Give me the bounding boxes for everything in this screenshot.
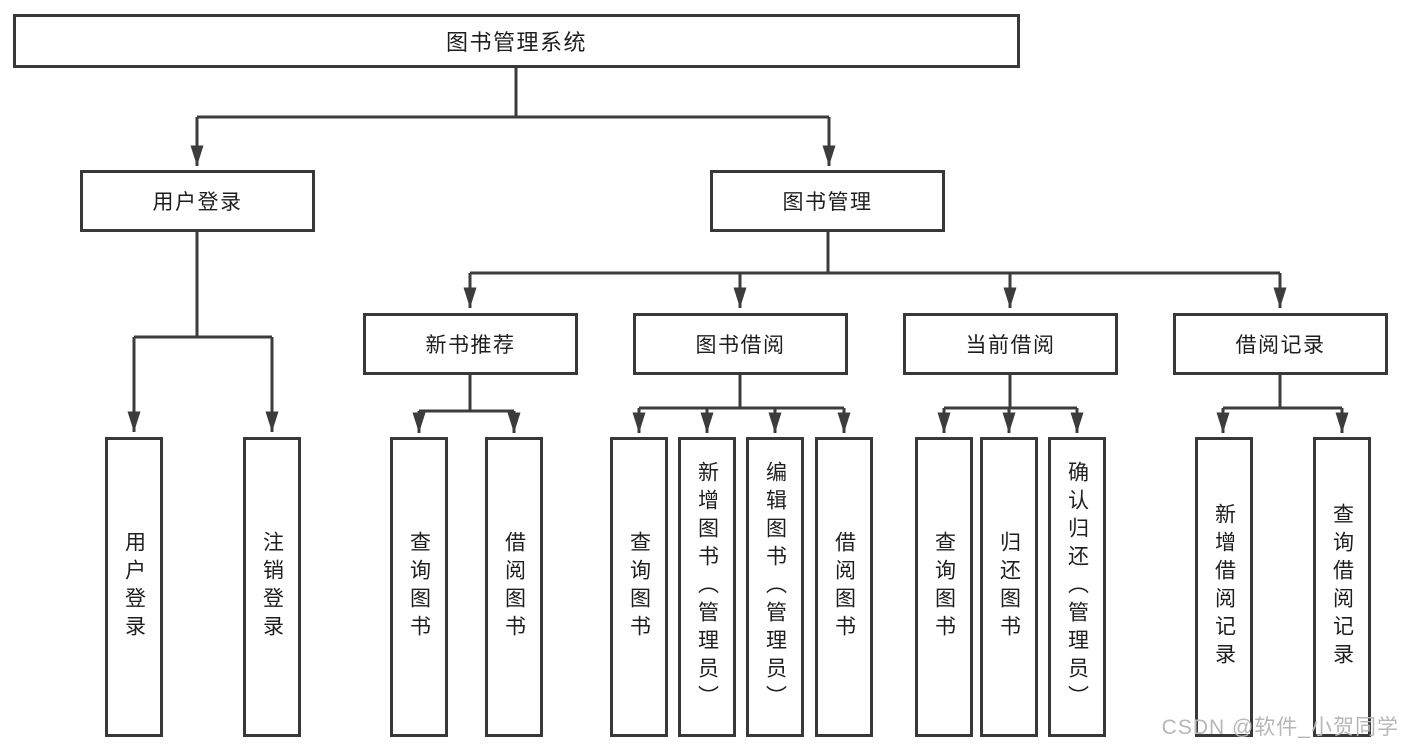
node-label: 编辑图书（管理员） [763, 461, 787, 713]
leaf-br-add-record: 新增借阅记录 [1195, 437, 1253, 737]
node-label: 图书借阅 [695, 334, 786, 357]
leaf-bb-add-book-admin: 新增图书（管理员） [678, 437, 736, 737]
node-label: 用户登录 [122, 531, 146, 643]
node-new-book-recommend: 新书推荐 [363, 313, 578, 375]
leaf-logout: 注销登录 [243, 437, 301, 737]
leaf-user-login: 用户登录 [105, 437, 163, 737]
node-label: 查询图书 [627, 531, 651, 643]
node-label: 新增图书（管理员） [695, 461, 719, 713]
csdn-watermark: CSDN @软件_小贺同学 [1161, 716, 1399, 739]
leaf-br-query-record: 查询借阅记录 [1313, 437, 1371, 737]
node-label: 查询图书 [932, 531, 956, 643]
node-label: 当前借阅 [965, 334, 1056, 357]
node-label: 查询借阅记录 [1330, 503, 1354, 671]
node-book-borrowing: 图书借阅 [633, 313, 848, 375]
leaf-bb-borrow-books: 借阅图书 [815, 437, 873, 737]
node-current-borrowing: 当前借阅 [903, 313, 1118, 375]
leaf-nr-borrow-books: 借阅图书 [485, 437, 543, 737]
node-borrowing-records: 借阅记录 [1173, 313, 1388, 375]
node-label: 查询图书 [407, 531, 431, 643]
node-user-login-branch: 用户登录 [80, 170, 315, 232]
node-label: 注销登录 [260, 531, 284, 643]
node-label: 新书推荐 [425, 334, 516, 357]
node-label: 借阅图书 [832, 531, 856, 643]
node-label: 借阅记录 [1235, 334, 1326, 357]
node-label: 归还图书 [997, 531, 1021, 643]
leaf-nr-query-books: 查询图书 [390, 437, 448, 737]
leaf-bb-query-books: 查询图书 [610, 437, 668, 737]
node-label: 新增借阅记录 [1212, 503, 1236, 671]
node-label: 借阅图书 [502, 531, 526, 643]
leaf-cb-query-books: 查询图书 [915, 437, 973, 737]
node-book-management: 图书管理 [710, 170, 945, 232]
node-label: 用户登录 [152, 191, 243, 214]
node-label: 确认归还（管理员） [1065, 461, 1089, 713]
leaf-cb-return-books: 归还图书 [980, 437, 1038, 737]
node-label: 图书管理系统 [445, 30, 587, 55]
node-library-management-system: 图书管理系统 [13, 14, 1020, 68]
leaf-bb-edit-book-admin: 编辑图书（管理员） [746, 437, 804, 737]
leaf-cb-confirm-return-admin: 确认归还（管理员） [1048, 437, 1106, 737]
node-label: 图书管理 [782, 191, 873, 214]
